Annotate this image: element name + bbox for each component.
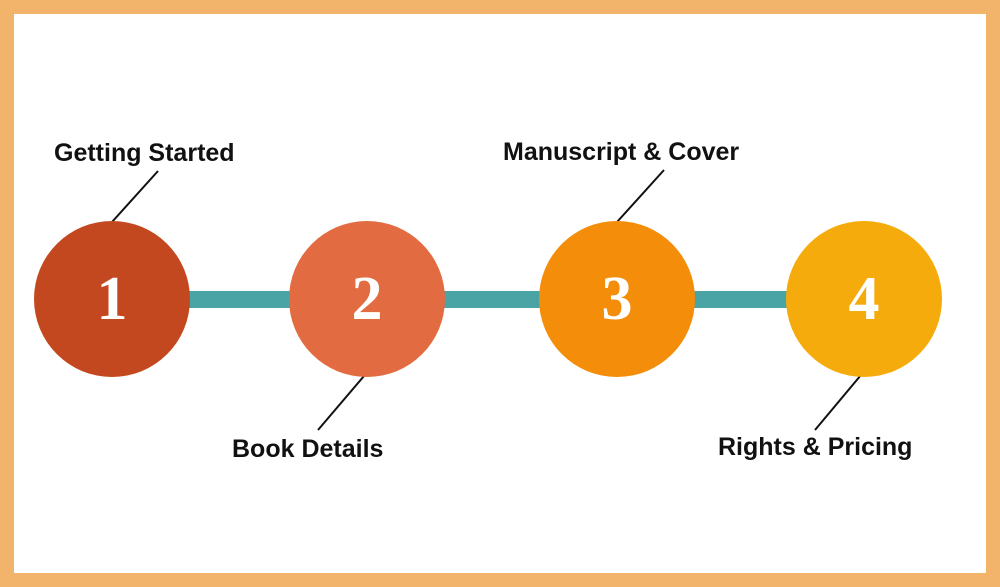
step-3-circle: 3 — [539, 221, 695, 377]
step-2-label: Book Details — [232, 435, 384, 463]
step-1-circle: 1 — [34, 221, 190, 377]
step-2-number: 2 — [351, 265, 383, 333]
connector-1-2 — [180, 291, 310, 308]
step-1-number: 1 — [96, 265, 128, 333]
step-3-label: Manuscript & Cover — [503, 138, 740, 166]
step-1-label: Getting Started — [54, 139, 235, 167]
step-3-number: 3 — [601, 265, 633, 333]
step-4-label: Rights & Pricing — [718, 433, 913, 461]
step-4-number: 4 — [848, 265, 880, 333]
connector-3-4 — [680, 291, 810, 308]
step-4-circle: 4 — [786, 221, 942, 377]
connector-2-3 — [430, 291, 560, 308]
step-2-circle: 2 — [289, 221, 445, 377]
